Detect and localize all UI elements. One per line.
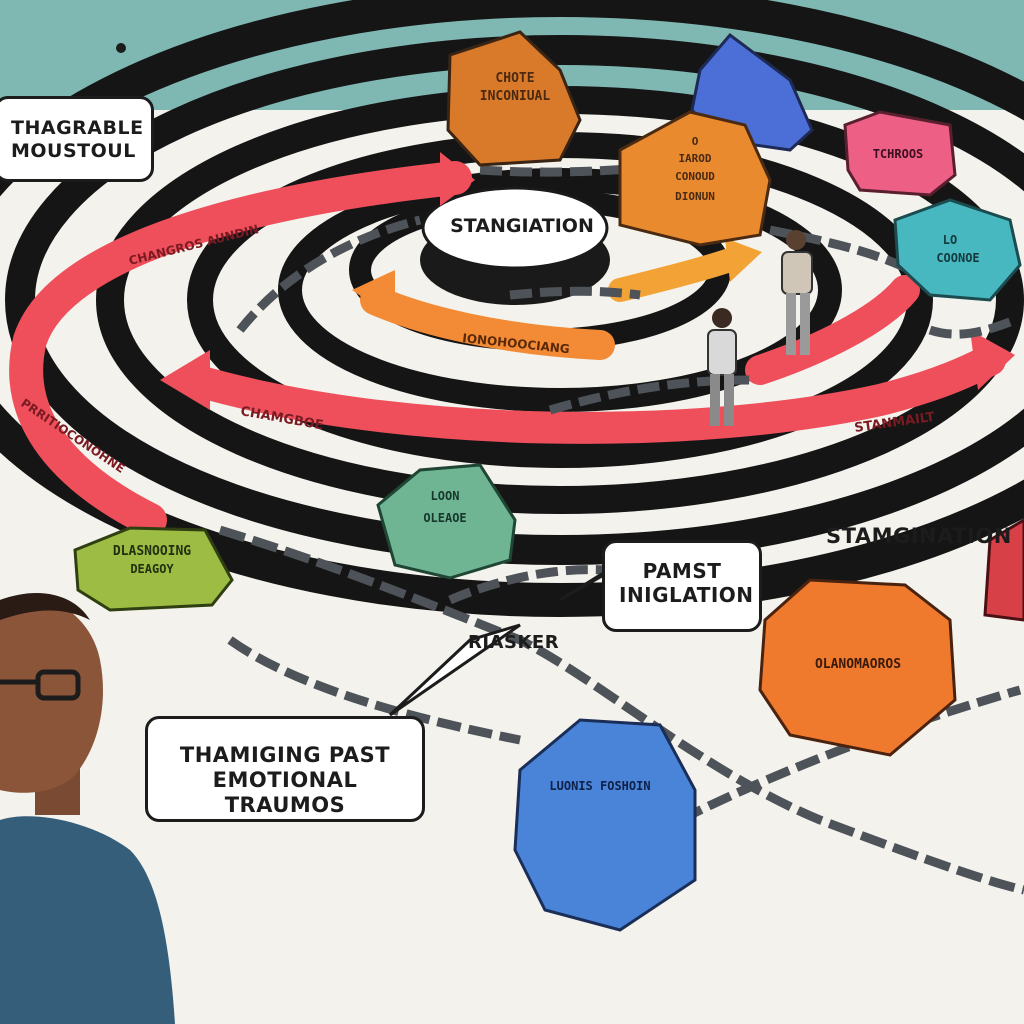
bottom-callout: THAMIGING PAST EMOTIONAL TRAUMOS (145, 716, 425, 822)
bottom-callout-line2: EMOTIONAL TRAUMOS (212, 768, 358, 818)
past-inigation-line2: INIGLATION (619, 583, 754, 607)
red-arrowhead-right (970, 330, 1015, 390)
rock-orange-center-text: O IAROD CONOUD DIONUN (675, 135, 715, 203)
walking-figure-center (707, 308, 737, 426)
rock-orange-top-text: CHOTE INCONIUAL (480, 71, 551, 104)
bottom-callout-line1: THAMIGING PAST (179, 743, 391, 767)
pointer-tail (388, 623, 521, 717)
orange-arrowhead-inner (352, 270, 395, 320)
center-disc (420, 186, 610, 305)
rock-green-left (73, 526, 234, 612)
red-arrowhead-outer (440, 152, 475, 206)
rock-orange-center-line1: O (692, 135, 699, 148)
rock-orange-large (758, 578, 957, 757)
rock-orange-center (618, 110, 772, 247)
rock-blue-bottom (513, 718, 697, 932)
red-arrow-inner (745, 275, 920, 385)
rock-mint-text: LOON OLEAOE (423, 489, 466, 525)
rock-teal-line2: COONOE (936, 251, 979, 265)
center-disc-label: STANGIATION (450, 215, 594, 237)
rock-red-edge (983, 518, 1024, 622)
top-left-callout-line2: MOUSTOUL (11, 139, 136, 162)
rock-teal (893, 198, 1022, 302)
rock-blue-bottom-text: LUONIS FOSHOIN (549, 779, 650, 793)
walking-figure-right (781, 230, 813, 355)
orange-arrowhead-upper (725, 238, 762, 282)
right-stagnation-label: STAMGINATION (826, 524, 1012, 548)
rock-orange-top (446, 30, 582, 167)
rock-mint-line1: LOON (431, 489, 460, 503)
past-inigation-line1: PAMST (642, 559, 722, 583)
rock-teal-line1: LO (943, 233, 957, 247)
red-arrow-outer (9, 161, 472, 537)
rock-orange-large-text: OLANOMAOROS (815, 657, 901, 672)
past-inigation-callout: PAMST INIGLATION (602, 540, 762, 632)
rock-pink (843, 110, 957, 197)
rock-orange-center-line4: DIONUN (675, 190, 715, 203)
pointer-label: RIASKER (468, 632, 560, 653)
red-arrowhead-left (160, 350, 210, 410)
top-left-callout-line1: THAGRABLE (11, 117, 144, 139)
rock-orange-top-line1: CHOTE (495, 71, 534, 86)
rock-mint-middle (376, 463, 517, 580)
rock-teal-text: LO COONOE (936, 233, 979, 265)
foreground-person (0, 592, 175, 1024)
small-dot (116, 43, 126, 53)
rock-green-left-text: DLASNOOING DEAGOY (113, 544, 191, 576)
orange-arrow-upper (608, 248, 742, 302)
rock-green-left-line1: DLASNOOING (113, 544, 191, 559)
rock-orange-top-line2: INCONIUAL (480, 89, 551, 104)
rock-orange-center-line2: IAROD (678, 152, 711, 165)
rock-pink-text: TCHROOS (873, 147, 924, 161)
rock-green-left-line2: DEAGOY (130, 562, 174, 576)
rock-orange-center-line3: CONOUD (675, 170, 715, 183)
top-left-callout: THAGRABLE MOUSTOUL (0, 96, 154, 182)
rock-mint-line2: OLEAOE (423, 511, 466, 525)
